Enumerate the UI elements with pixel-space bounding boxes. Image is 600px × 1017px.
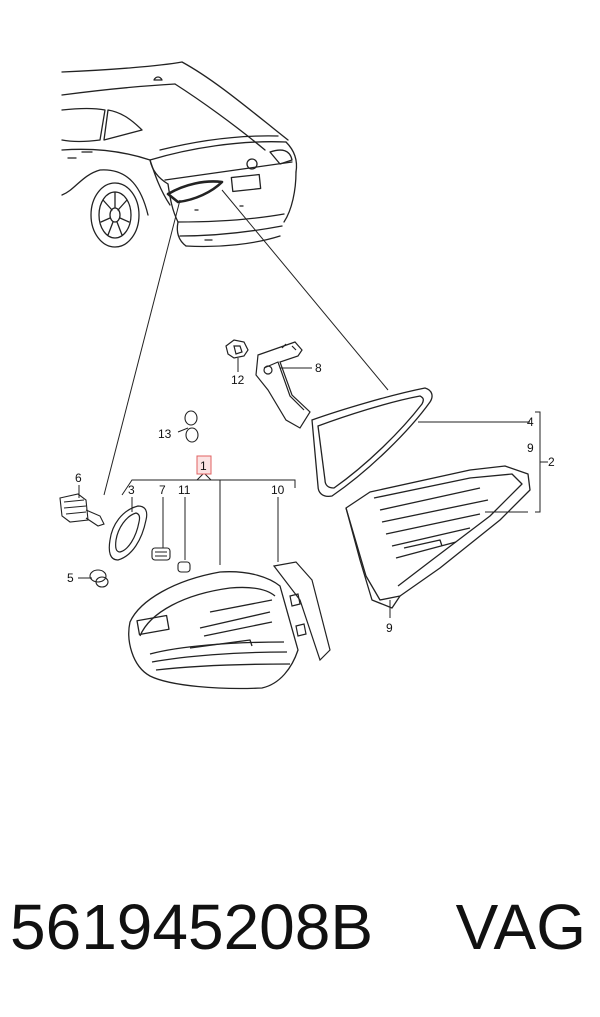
inner-taillight-part-9: [345, 465, 531, 609]
car-rear-illustration: [61, 61, 298, 248]
callout-9-right: 9: [527, 441, 534, 455]
brand-name: VAG: [455, 891, 586, 963]
bulbs-part-7-11: [151, 547, 191, 573]
callout-1-highlight: [196, 455, 212, 475]
callout-8: 8: [315, 361, 322, 375]
bracket-part-8: [255, 341, 311, 429]
callout-labels: 1 2 3 4 5 6 7 8 9 9 10 11 12 13: [67, 361, 555, 635]
nut-part-5: [89, 569, 109, 588]
callout-2: 2: [548, 455, 555, 469]
callout-3: 3: [128, 483, 135, 497]
callout-5: 5: [67, 571, 74, 585]
callout-4: 4: [527, 415, 534, 429]
gasket-part-4: [311, 387, 433, 498]
clips-part-13: [184, 410, 199, 443]
callout-6: 6: [75, 471, 82, 485]
callout-11: 11: [178, 483, 191, 497]
exploded-parts-diagram: 1 2 3 4 5 6 7 8 9 9 10 11 12 13: [59, 61, 555, 690]
callout-10: 10: [271, 483, 285, 497]
callout-1: 1: [200, 459, 207, 473]
callout-12: 12: [231, 373, 245, 387]
bulb-holder-part-6: [59, 493, 105, 527]
screw-part-12: [225, 339, 249, 359]
part-number: 561945208B: [10, 891, 374, 963]
cover-part-10: [272, 561, 331, 662]
taillight-part-1: [128, 571, 299, 690]
seal-part-3: [108, 505, 148, 561]
callout-9-bottom: 9: [386, 621, 393, 635]
callout-13: 13: [158, 427, 172, 441]
callout-7: 7: [159, 483, 166, 497]
leader-lines: [78, 189, 548, 618]
